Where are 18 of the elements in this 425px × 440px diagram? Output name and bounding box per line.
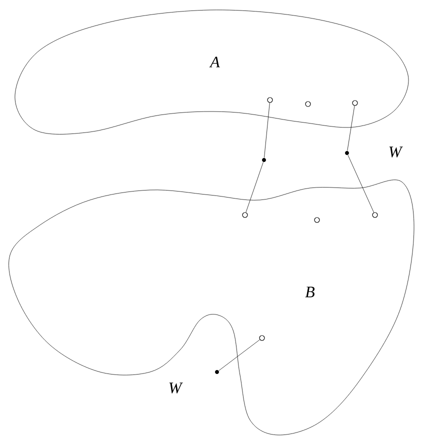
open-point (242, 212, 248, 218)
filled-point (345, 151, 349, 155)
open-point (314, 217, 320, 223)
open-point (305, 101, 311, 107)
connector-line (218, 340, 260, 371)
connector-line (347, 106, 355, 151)
region-label: W (169, 382, 183, 394)
connector-line (264, 102, 270, 158)
open-point (259, 335, 265, 341)
open-point (267, 97, 273, 103)
connector-line (246, 162, 264, 213)
region-label: W (389, 146, 403, 158)
open-point (352, 100, 358, 106)
open-point (372, 212, 378, 218)
region-outline: A (14, 10, 409, 134)
filled-point (215, 370, 219, 374)
filled-point (262, 158, 266, 162)
connector-line (348, 154, 374, 213)
